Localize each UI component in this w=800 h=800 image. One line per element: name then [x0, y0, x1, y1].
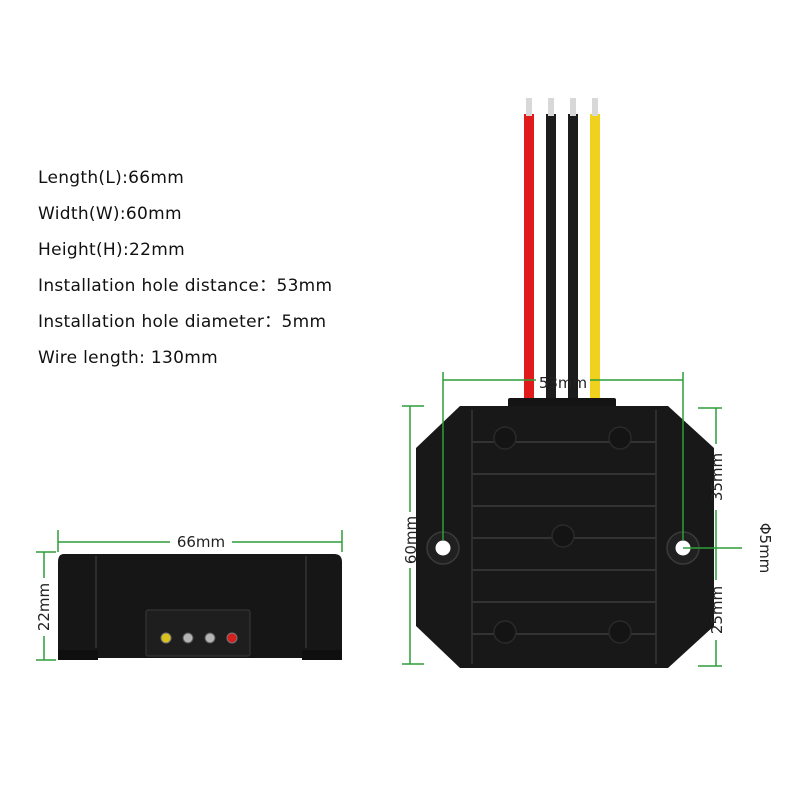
wire-tip-red: [526, 98, 532, 116]
side-housing: [58, 554, 342, 658]
mount-hole-left: [435, 540, 451, 556]
top-view: [416, 398, 714, 668]
hole-distance-label: 53mm: [539, 374, 587, 392]
side-terminal-black-1: [182, 632, 194, 644]
wire-tip-yellow: [592, 98, 598, 116]
side-terminal-red: [226, 632, 238, 644]
wire-black-1: [546, 114, 556, 404]
spec-height: Height(H):22mm: [38, 240, 185, 260]
side-housing-foot-right: [302, 650, 342, 660]
width-label: 60mm: [402, 516, 420, 564]
side-terminal-yellow: [160, 632, 172, 644]
side-view: [58, 554, 342, 660]
hole-diameter-label: Φ5mm: [756, 523, 774, 574]
top-boss-5: [608, 620, 632, 644]
spec-hole-distance: Installation hole distance：53mm: [38, 276, 333, 296]
side-connector-panel: [145, 609, 251, 657]
hole-to-top-label: 35mm: [708, 453, 726, 501]
side-length-dimension: [57, 530, 343, 552]
wire-yellow: [590, 114, 600, 404]
top-boss-2: [608, 426, 632, 450]
width-dimension: [402, 405, 424, 665]
spec-list: Length(L):66mm Width(W):60mm Height(H):2…: [38, 160, 332, 376]
top-boss-3: [551, 524, 575, 548]
side-height-label: 22mm: [35, 583, 53, 631]
top-boss-1: [493, 426, 517, 450]
spec-width: Width(W):60mm: [38, 204, 182, 224]
side-housing-foot-left: [58, 650, 98, 660]
side-housing-ridge: [95, 556, 307, 648]
hole-distance-dimension: [442, 372, 684, 540]
side-terminal-black-2: [204, 632, 216, 644]
top-boss-4: [493, 620, 517, 644]
hole-to-bottom-label: 25mm: [708, 586, 726, 634]
wire-tip-black-2: [570, 98, 576, 116]
spec-hole-diameter: Installation hole diameter：5mm: [38, 312, 327, 332]
hole-position-dimension: [683, 407, 742, 667]
side-height-dimension: [36, 551, 56, 661]
wire-tip-black-1: [548, 98, 554, 116]
spec-length: Length(L):66mm: [38, 168, 185, 188]
spec-wire-length: Wire length: 130mm: [38, 348, 218, 368]
wires: [524, 98, 600, 404]
side-length-label: 66mm: [177, 533, 225, 551]
wire-black-2: [568, 114, 578, 404]
wire-red: [524, 114, 534, 404]
